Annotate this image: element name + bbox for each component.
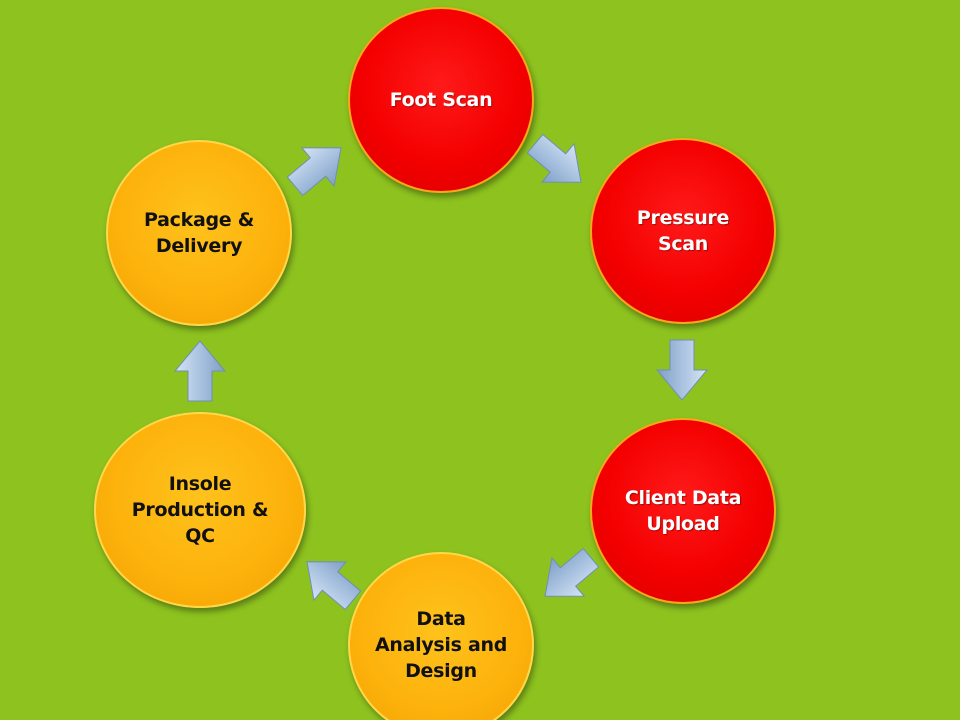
node-label: Data Analysis and Design — [374, 608, 508, 682]
arrow-icon — [291, 543, 369, 620]
node-client-data-upload: Client Data Upload — [590, 418, 776, 604]
node-label: Pressure Scan — [636, 207, 730, 255]
node-foot-scan: Foot Scan — [348, 7, 534, 193]
arrow-icon — [279, 129, 357, 206]
arrow-icon — [655, 339, 709, 401]
node-insole-production-qc: Insole Production & QC — [94, 412, 306, 608]
node-label: Foot Scan — [389, 89, 493, 111]
arrow-icon — [529, 539, 607, 616]
node-pressure-scan: Pressure Scan — [590, 138, 776, 324]
node-label: Insole Production & QC — [131, 473, 269, 547]
arrow-icon — [173, 340, 227, 402]
node-package-delivery: Package & Delivery — [106, 140, 292, 326]
arrow-icon — [519, 125, 597, 202]
node-label: Client Data Upload — [624, 487, 742, 535]
node-data-analysis-and-design: Data Analysis and Design — [348, 552, 534, 720]
node-label: Package & Delivery — [144, 209, 254, 257]
